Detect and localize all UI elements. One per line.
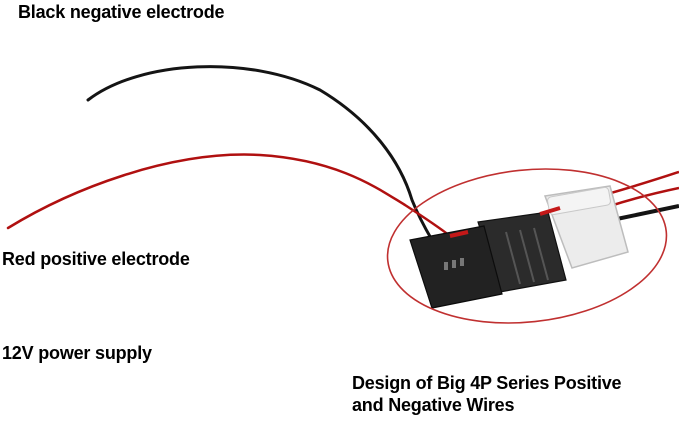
white-plug-cap [547,186,611,216]
connector [409,185,629,309]
highlight-circle [386,168,668,324]
black-wire [86,65,434,242]
label-red-positive: Red positive electrode [2,249,190,269]
label-design-line1: Design of Big 4P Series Positive [352,373,622,393]
red-wire-tip [449,230,469,238]
front-block-markings [444,258,464,270]
connector-ribs [505,227,549,285]
red-wire [6,153,452,238]
right-red-wire-lower [609,186,679,208]
right-black-wire [611,204,679,222]
label-black-negative: Black negative electrode [18,2,225,22]
label-design-line2: and Negative Wires [352,395,515,415]
label-power-supply: 12V power supply [2,343,152,363]
label-design: Design of Big 4P Series Positive and Neg… [352,372,622,416]
red-wire-tip-2 [539,206,561,216]
